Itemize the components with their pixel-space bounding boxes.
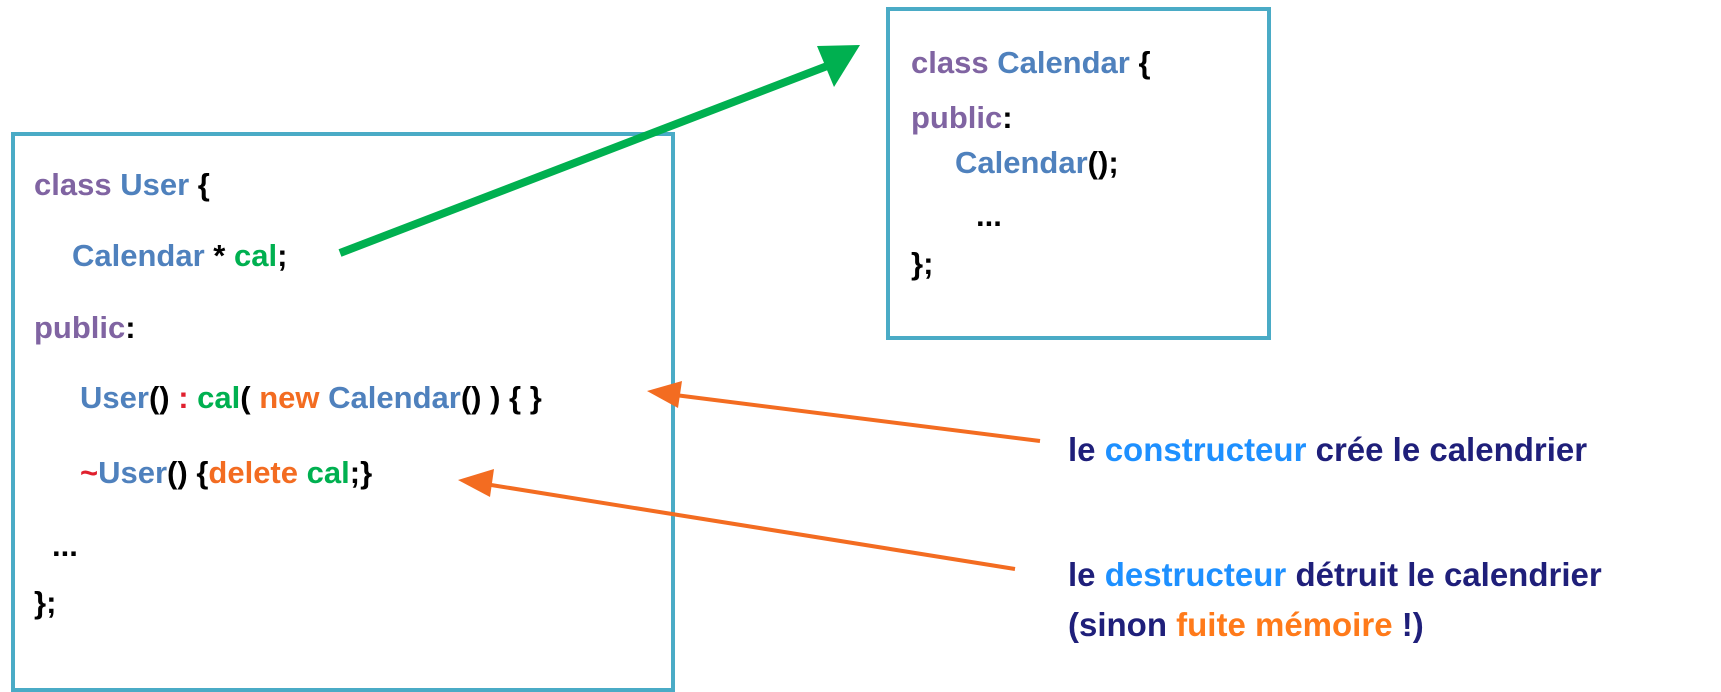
calendar-public-label: public: bbox=[911, 100, 1013, 135]
user-ellipsis: ... bbox=[52, 528, 78, 563]
arrows-layer bbox=[338, 45, 1041, 571]
destructor-note-line2: (sinon fuite mémoire !) bbox=[1068, 606, 1424, 643]
user-class-close: }; bbox=[34, 585, 57, 620]
calendar-class-close: }; bbox=[911, 246, 934, 281]
green-arrow bbox=[338, 45, 860, 257]
calendar-constructor-line: Calendar(); bbox=[955, 145, 1119, 180]
calendar-class-declaration: class Calendar { bbox=[911, 45, 1151, 80]
constructor-note: le constructeur crée le calendrier bbox=[1068, 431, 1588, 468]
constructor-arrow bbox=[647, 381, 1041, 443]
user-constructor-line: User() : cal( new Calendar() ) { } bbox=[80, 380, 542, 415]
destructor-note-line1: le destructeur détruit le calendrier bbox=[1068, 556, 1602, 593]
user-class-declaration: class User { bbox=[34, 167, 210, 202]
calendar-ellipsis: ... bbox=[976, 198, 1002, 233]
calendar-class-box bbox=[886, 7, 1271, 340]
green-arrowhead bbox=[817, 45, 860, 87]
destructor-arrow bbox=[458, 469, 1016, 571]
user-cal-member: Calendar * cal; bbox=[72, 238, 288, 273]
user-class-box bbox=[11, 132, 675, 692]
user-public-label: public: bbox=[34, 310, 136, 345]
user-destructor-line: ~User() {delete cal;} bbox=[80, 455, 373, 490]
destructor-arrowhead bbox=[458, 469, 494, 497]
constructor-arrowhead bbox=[647, 381, 682, 408]
